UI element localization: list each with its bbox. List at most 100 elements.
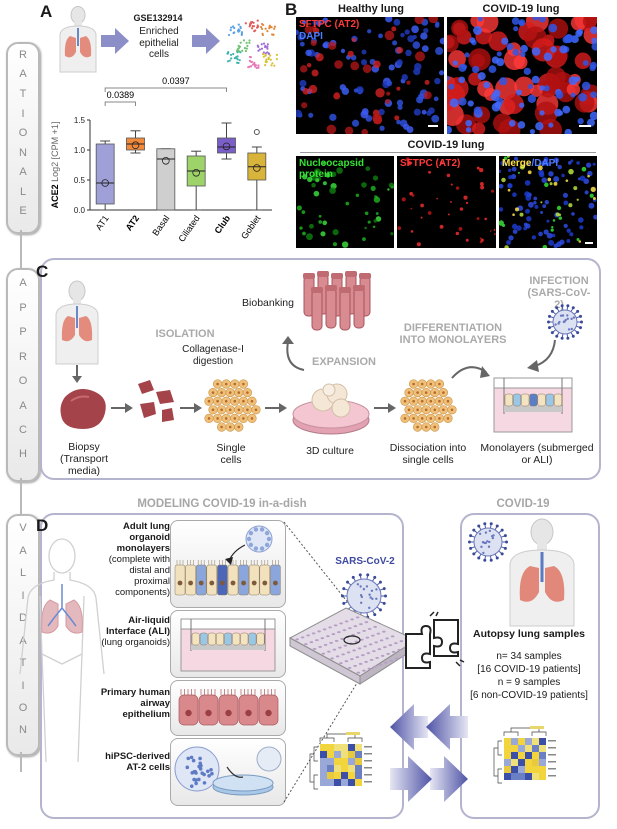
tsne-point [264,27,267,30]
human-torso-icon [509,518,575,627]
virus-icon [468,522,508,562]
stain-blob [531,47,541,56]
heatmap-cell [334,758,341,765]
row-label-mark [548,754,556,756]
virus-spike-tip [555,334,559,338]
cell [553,393,563,407]
cell [248,632,257,646]
stain-blob [407,161,412,166]
well [374,641,378,644]
virus-dot [369,596,372,599]
virus-dot [481,540,485,544]
heatmap-cell [334,744,341,751]
stain-blob [318,214,322,218]
well [360,638,364,641]
stain-blob [592,197,596,201]
stain-blob [318,220,322,224]
stain-blob [416,242,421,247]
virus-dot [562,320,566,324]
virus-dot [572,316,576,319]
tsne-point [258,48,262,51]
cell-nucleus [424,391,428,394]
x-tick-label: Club [212,213,232,236]
well [354,640,359,643]
stain-blob [301,102,308,109]
well [390,635,395,638]
stain-blob [426,110,432,116]
cell-nucleus [424,408,428,412]
well [342,629,347,632]
box-rect [95,143,115,205]
stain-blob [566,239,571,243]
x-tick-label: Goblet [239,213,263,241]
ali-card [170,610,286,678]
stain-blob [491,102,501,112]
stain-blob [347,50,354,58]
stain-blob [451,19,469,37]
cell-nucleus [237,408,241,412]
stain-blob [373,60,381,69]
significance-bracket [104,101,136,106]
stain-blob [479,182,484,186]
stain-blob [397,226,402,231]
stain-blob [392,40,398,46]
organoid-subtitle: (complete with distal and proximal compo… [108,553,170,598]
stain-blob [589,111,597,121]
virus-dot [480,545,483,549]
heatmap-cell [532,745,539,752]
y-label-main: ACE2 [50,182,60,209]
stain-blob [473,106,482,115]
stain-blob [590,91,597,99]
stain-blob [308,84,318,94]
well [386,652,390,655]
culture-label: 3D culture [306,445,354,457]
stain-blob [555,212,560,217]
stain-blob [461,64,468,70]
stain-blob [483,81,491,89]
stain-blob [516,225,522,231]
stain-blob [538,231,543,237]
stain-blob [386,91,391,96]
tab-connector [20,230,22,268]
cell [207,632,216,646]
stain-blob [438,70,444,76]
stain-blob [542,244,548,248]
cell-nucleus [224,417,228,420]
stain-blob [551,225,554,229]
stain-blob [525,195,532,201]
stain-blob [570,17,587,31]
stain-blob [576,238,580,242]
stain-blob [325,172,331,178]
well [333,624,338,627]
stain-blob [345,201,350,206]
box-mean [253,164,261,172]
virus-spike-tip [547,326,551,330]
tsne-point [239,41,242,44]
stain-blob [455,231,460,236]
merge-word: Merge [502,158,532,169]
virus-spike-tip [483,558,487,562]
cell-nucleus [220,580,225,586]
stain-blob [360,59,368,66]
heatmap-cell [525,752,532,759]
virus-dot [368,606,371,610]
side-tab-letter: O [18,701,28,714]
tsne-point [266,51,269,54]
heatmap-cell [504,759,511,766]
panel-a-letter: A [40,2,53,21]
stain-blob [589,64,596,72]
tsne-point [273,25,277,28]
human-body-outline-icon [19,538,105,763]
p-value-label: 0.0397 [162,76,190,86]
virus-dot [554,323,557,326]
virus-dot [484,541,487,545]
heatmap-cell [504,738,511,745]
heatmap-cell [539,752,546,759]
stain-blob [405,49,412,57]
cell-nucleus [265,709,272,717]
virus-spike-tip [469,534,473,538]
stain-blob [528,201,534,208]
cell-nucleus [225,709,232,717]
virus-spike-tip [373,613,377,617]
stain-blob [361,128,369,134]
